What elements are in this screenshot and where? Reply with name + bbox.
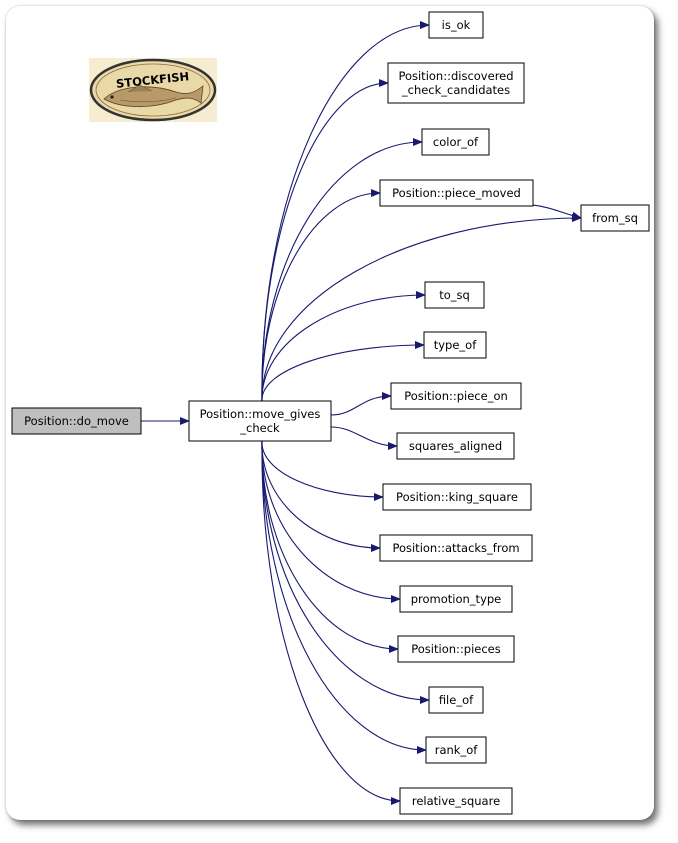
node-label: type_of xyxy=(434,338,477,352)
node-piece-moved[interactable]: Position::piece_moved xyxy=(379,179,534,207)
node-box xyxy=(424,281,485,309)
node-box xyxy=(428,686,484,714)
node-type-of[interactable]: type_of xyxy=(423,331,487,359)
edge-move_gives_check-to-piece_moved xyxy=(261,189,381,402)
node-color-of[interactable]: color_of xyxy=(421,128,490,156)
node-attacks-from[interactable]: Position::attacks_from xyxy=(379,534,533,562)
node-to-sq[interactable]: to_sq xyxy=(424,281,485,309)
node-rank-of[interactable]: rank_of xyxy=(425,736,487,764)
node-discovered[interactable]: Position::discovered_check_candidates xyxy=(387,62,525,104)
edge-move_gives_check-to-to_sq xyxy=(261,291,426,402)
node-label: Position::do_move xyxy=(24,414,129,428)
node-box xyxy=(188,400,332,442)
node-label: promotion_type xyxy=(411,592,502,606)
node-box xyxy=(396,432,515,460)
node-label: Position::move_gives xyxy=(200,407,321,421)
edge-move_gives_check-to-relative_square xyxy=(261,440,401,805)
node-relative-square[interactable]: relative_square xyxy=(399,787,513,815)
edge-move_gives_check-to-from_sq xyxy=(261,214,582,402)
node-is-ok[interactable]: is_ok xyxy=(428,11,484,39)
node-label: color_of xyxy=(433,135,479,149)
node-label: to_sq xyxy=(439,288,470,302)
fish-icon xyxy=(103,84,204,108)
edge-piece_moved-to-from_sq xyxy=(529,204,582,220)
node-box xyxy=(425,736,487,764)
node-pieces[interactable]: Position::pieces xyxy=(397,635,515,663)
node-do-move[interactable]: Position::do_move xyxy=(11,407,142,435)
node-box xyxy=(423,331,487,359)
node-box xyxy=(421,128,490,156)
node-squares-aligned[interactable]: squares_aligned xyxy=(396,432,515,460)
node-box xyxy=(379,534,533,562)
node-box xyxy=(390,382,522,410)
edge-move_gives_check-to-king_square xyxy=(261,440,384,501)
stockfish-logo: STOCKFISH xyxy=(89,58,217,122)
node-box xyxy=(397,635,515,663)
node-label: Position::piece_moved xyxy=(392,186,521,200)
edge-move_gives_check-to-piece_on xyxy=(330,392,392,416)
node-label: file_of xyxy=(439,693,474,707)
edge-move_gives_check-to-rank_of xyxy=(261,440,427,754)
edge-move_gives_check-to-pieces xyxy=(261,440,399,653)
node-promotion-type[interactable]: promotion_type xyxy=(399,585,513,613)
node-box xyxy=(580,204,650,232)
node-box xyxy=(399,787,513,815)
node-box xyxy=(382,483,532,511)
node-box xyxy=(387,62,525,104)
node-label: _check xyxy=(239,421,280,435)
node-move-gives-check[interactable]: Position::move_gives_check xyxy=(188,400,332,442)
node-label: squares_aligned xyxy=(409,439,502,453)
node-label: Position::pieces xyxy=(411,642,500,656)
node-box xyxy=(428,11,484,39)
node-label: is_ok xyxy=(442,18,471,32)
node-label: rank_of xyxy=(435,743,479,757)
node-file-of[interactable]: file_of xyxy=(428,686,484,714)
node-box xyxy=(379,179,534,207)
node-label: Position::piece_on xyxy=(404,389,508,403)
node-from-sq[interactable]: from_sq xyxy=(580,204,650,232)
edge-move_gives_check-to-file_of xyxy=(261,440,430,704)
node-piece-on[interactable]: Position::piece_on xyxy=(390,382,522,410)
edge-move_gives_check-to-discovered xyxy=(261,79,389,402)
node-label: Position::king_square xyxy=(396,490,518,504)
edge-move_gives_check-to-squares_aligned xyxy=(330,426,398,450)
edge-move_gives_check-to-type_of xyxy=(261,341,425,402)
node-box xyxy=(399,585,513,613)
node-box xyxy=(11,407,142,435)
node-label: from_sq xyxy=(592,211,638,225)
node-label: relative_square xyxy=(412,794,500,808)
node-king-square[interactable]: Position::king_square xyxy=(382,483,532,511)
edge-move_gives_check-to-promotion_type xyxy=(261,440,401,603)
node-label: Position::discovered xyxy=(398,69,513,83)
node-label: _check_candidates xyxy=(401,83,510,97)
edge-move_gives_check-to-attacks_from xyxy=(261,440,381,552)
node-label: Position::attacks_from xyxy=(392,541,519,555)
